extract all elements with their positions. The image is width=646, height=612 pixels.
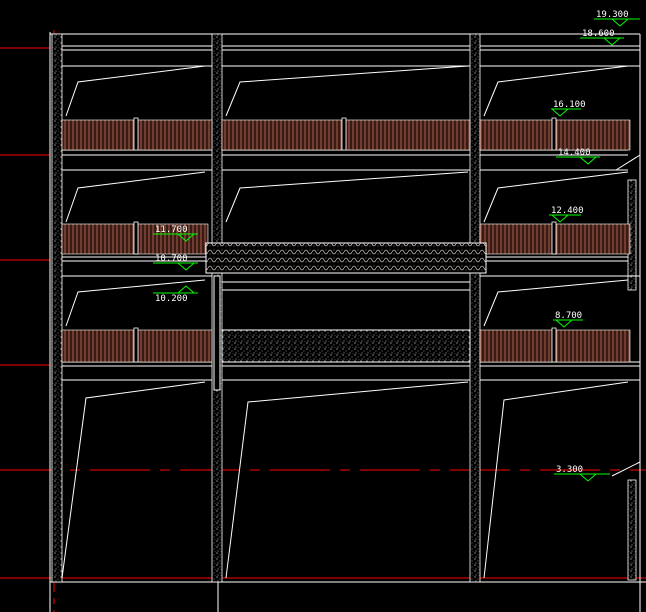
elevation-markers: 19.300 18.600 16.100 14.400 12.400 11.70… bbox=[153, 10, 640, 482]
column-stub bbox=[213, 275, 221, 391]
elevation-marker: 18.600 bbox=[580, 29, 624, 46]
columns bbox=[51, 33, 637, 583]
elevation-label: 3.300 bbox=[556, 465, 583, 475]
frame bbox=[49, 32, 646, 612]
elevation-marker: 11.700 bbox=[153, 225, 198, 242]
elevation-marker: 12.400 bbox=[549, 206, 584, 223]
elevation-marker: 14.400 bbox=[556, 148, 600, 165]
slab-band bbox=[221, 329, 471, 363]
elevation-label: 18.600 bbox=[582, 29, 615, 39]
elevation-marker: 10.700 bbox=[153, 254, 198, 271]
slope-profiles bbox=[61, 65, 641, 579]
elevation-label: 10.700 bbox=[155, 254, 188, 264]
elevation-marker: 10.200 bbox=[153, 285, 198, 304]
column-left bbox=[51, 33, 63, 583]
elevation-label: 8.700 bbox=[555, 311, 582, 321]
elevation-label: 10.200 bbox=[155, 294, 188, 304]
railings bbox=[61, 117, 631, 363]
elevation-marker: 16.100 bbox=[551, 100, 586, 117]
elevation-label: 12.400 bbox=[551, 206, 584, 216]
elevation-marker: 3.300 bbox=[554, 465, 610, 482]
elevation-marker: 8.700 bbox=[553, 311, 583, 328]
elevation-marker: 19.300 bbox=[594, 10, 640, 27]
column-right-lower bbox=[627, 479, 637, 581]
elevation-label: 11.700 bbox=[155, 225, 188, 235]
elevation-label: 19.300 bbox=[596, 10, 629, 20]
elevation-label: 16.100 bbox=[553, 100, 586, 110]
grid-lines bbox=[0, 30, 646, 612]
beam-band bbox=[205, 242, 487, 274]
elevation-label: 14.400 bbox=[558, 148, 591, 158]
column-mid-right bbox=[469, 33, 481, 583]
